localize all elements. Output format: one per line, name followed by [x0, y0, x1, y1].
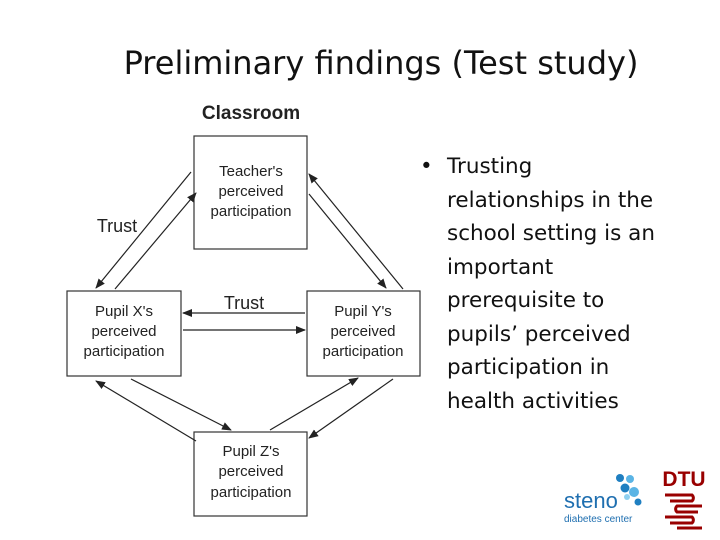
arrow-teacher-to-x: [95, 171, 192, 289]
teacher-label-line2: perceived: [218, 183, 283, 200]
arrow-x-to-z: [130, 378, 232, 431]
pupil-z-label-line2: perceived: [218, 463, 283, 480]
pupil-x-label-line3: participation: [84, 343, 165, 360]
diagram-heading: Classroom: [202, 103, 300, 124]
steno-logo: steno diabetes center: [564, 474, 642, 525]
arrow-z-to-x: [95, 380, 197, 442]
slide-title: Preliminary findings (Test study): [123, 44, 639, 82]
pupil-z-label-line3: participation: [211, 484, 292, 501]
arrow-z-to-y: [269, 377, 359, 431]
bullet-marker: •: [420, 154, 433, 179]
pupil-x-label-line2: perceived: [91, 323, 156, 340]
dtu-logo: DTU: [662, 468, 706, 530]
teacher-label-line1: Teacher's: [219, 163, 283, 180]
dtu-wordmark: DTU: [662, 468, 705, 491]
bullet-list: • Trusting relationships in the school s…: [420, 150, 710, 418]
pupil-x-box: Pupil X's perceived participation: [66, 290, 182, 377]
pupil-y-label-line1: Pupil Y's: [334, 303, 392, 320]
pupil-z-label-line1: Pupil Z's: [222, 443, 279, 460]
arrow-y-to-teacher: [308, 173, 404, 290]
bullet-text: Trusting relationships in the school set…: [447, 154, 655, 414]
steno-subtitle: diabetes center: [564, 514, 633, 525]
pupil-y-box: Pupil Y's perceived participation: [306, 290, 421, 377]
arrow-y-to-z: [308, 378, 394, 439]
teacher-label-line3: participation: [211, 203, 292, 220]
arrow-x-to-teacher: [114, 192, 197, 290]
arrow-teacher-to-y: [308, 193, 387, 289]
pupil-z-box: Pupil Z's perceived participation: [193, 431, 308, 517]
pupil-y-label-line3: participation: [323, 343, 404, 360]
trust-label-middle: Trust: [224, 293, 264, 313]
steno-name: steno: [564, 488, 618, 513]
pupil-y-label-line2: perceived: [330, 323, 395, 340]
trust-label-left: Trust: [97, 216, 137, 236]
pupil-x-label-line1: Pupil X's: [95, 303, 153, 320]
teacher-box: Teacher's perceived participation: [193, 135, 308, 250]
